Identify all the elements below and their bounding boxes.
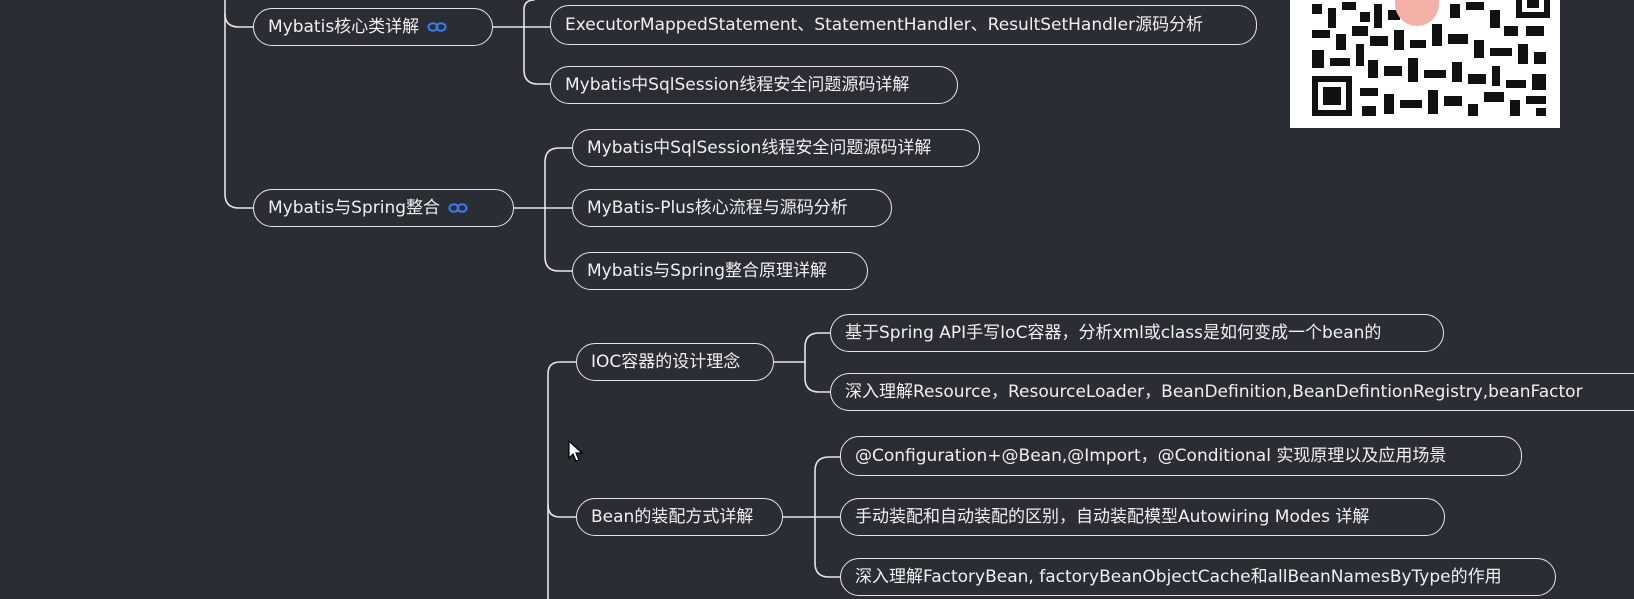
node-bean-child-2[interactable]: 手动装配和自动装配的区别，自动装配模型Autowiring Modes 详解: [840, 498, 1445, 536]
connector-to-bean: [547, 504, 577, 518]
connector-ioc-down: [804, 361, 831, 393]
node-ioc-design[interactable]: IOC容器的设计理念: [576, 343, 774, 381]
node-ioc-child-1[interactable]: 基于Spring API手写IoC容器，分析xml或class是如何变成一个be…: [830, 314, 1444, 352]
node-mybatis-core-label: Mybatis核心类详解: [268, 16, 420, 37]
node-spring-child-2-label: MyBatis-Plus核心流程与源码分析: [587, 197, 848, 218]
node-bean-child-1-label: @Configuration+@Bean,@Import，@Conditiona…: [855, 445, 1447, 466]
connector-trunk-left: [224, 0, 257, 209]
node-bean-child-1[interactable]: @Configuration+@Bean,@Import，@Conditiona…: [840, 436, 1522, 476]
connector-bean-up: [814, 456, 841, 518]
node-ioc-child-2-label: 深入理解Resource，ResourceLoader，BeanDefiniti…: [845, 381, 1583, 402]
node-spring-child-1-label: Mybatis中SqlSession线程安全问题源码详解: [587, 137, 932, 158]
connector-ioc-up: [804, 332, 831, 363]
connector-bean-down: [814, 516, 841, 578]
link-icon[interactable]: [448, 202, 468, 214]
node-mybatis-core[interactable]: Mybatis核心类详解: [253, 8, 493, 46]
node-bean-assembly-label: Bean的装配方式详解: [591, 506, 754, 527]
connector-trunk-right: [547, 361, 577, 599]
connector-core-branch: [492, 26, 551, 85]
connector-spring-down: [544, 207, 573, 272]
node-core-child-2-label: Mybatis中SqlSession线程安全问题源码详解: [565, 74, 910, 95]
node-bean-child-3-label: 深入理解FactoryBean, factoryBeanObjectCache和…: [855, 566, 1502, 587]
node-spring-child-1[interactable]: Mybatis中SqlSession线程安全问题源码详解: [572, 129, 980, 167]
node-ioc-child-2[interactable]: 深入理解Resource，ResourceLoader，BeanDefiniti…: [830, 373, 1634, 411]
node-core-child-2[interactable]: Mybatis中SqlSession线程安全问题源码详解: [550, 66, 958, 104]
node-core-child-1-label: ExecutorMappedStatement、StatementHandler…: [565, 14, 1204, 35]
node-ioc-design-label: IOC容器的设计理念: [591, 351, 741, 372]
connector-to-mybatis-core: [224, 13, 257, 28]
node-mybatis-spring[interactable]: Mybatis与Spring整合: [253, 189, 514, 227]
node-bean-child-2-label: 手动装配和自动装配的区别，自动装配模型Autowiring Modes 详解: [855, 506, 1370, 527]
node-mybatis-spring-label: Mybatis与Spring整合: [268, 197, 441, 218]
qr-code-icon: [1290, 0, 1560, 128]
node-ioc-child-1-label: 基于Spring API手写IoC容器，分析xml或class是如何变成一个be…: [845, 322, 1382, 343]
node-bean-child-3[interactable]: 深入理解FactoryBean, factoryBeanObjectCache和…: [840, 558, 1556, 596]
node-bean-assembly[interactable]: Bean的装配方式详解: [576, 498, 783, 536]
node-core-child-1[interactable]: ExecutorMappedStatement、StatementHandler…: [550, 5, 1257, 45]
node-spring-child-3-label: Mybatis与Spring整合原理详解: [587, 260, 828, 281]
connector-spring-up: [544, 147, 573, 209]
node-spring-child-3[interactable]: Mybatis与Spring整合原理详解: [572, 252, 868, 290]
connector-core-top: [523, 0, 535, 28]
mouse-cursor-icon: [568, 439, 584, 468]
link-icon[interactable]: [427, 21, 447, 33]
node-spring-child-2[interactable]: MyBatis-Plus核心流程与源码分析: [572, 189, 892, 227]
